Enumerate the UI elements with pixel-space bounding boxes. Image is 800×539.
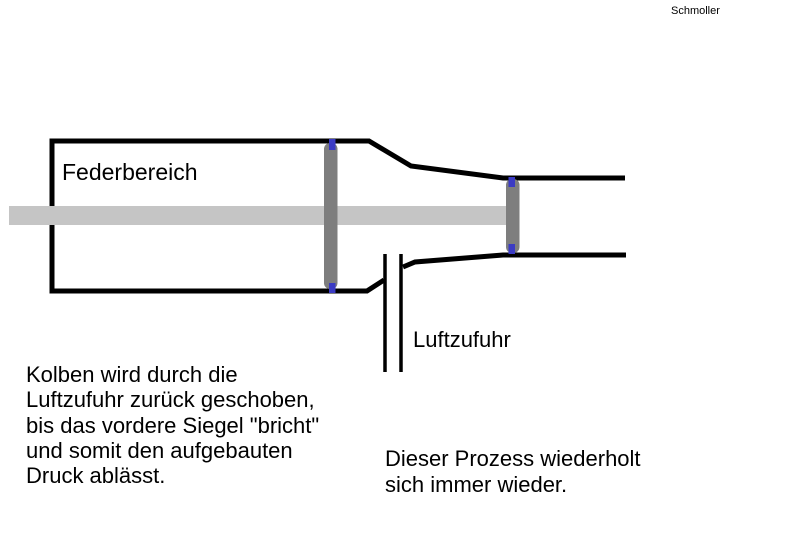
seal-handle-rear-bottom [508, 244, 515, 254]
seal-handle-front-bottom [329, 283, 336, 293]
label-federbereich: Federbereich [62, 159, 198, 185]
explanation-text: Kolben wird durch die Luftzufuhr zurück … [26, 362, 320, 489]
seal-front [324, 143, 338, 289]
piston-rod [9, 206, 506, 225]
seal-handle-front-top [329, 139, 336, 150]
cylinder-outline-upper [49, 138, 625, 294]
cylinder-outline-lower [402, 252, 626, 270]
seal-handle-rear-top [508, 177, 515, 187]
author-name: Schmoller [671, 5, 720, 17]
label-luftzufuhr: Luftzufuhr [413, 327, 511, 352]
seal-rear [506, 179, 520, 253]
repeat-note-text: Dieser Prozess wiederholt sich immer wie… [385, 446, 641, 497]
